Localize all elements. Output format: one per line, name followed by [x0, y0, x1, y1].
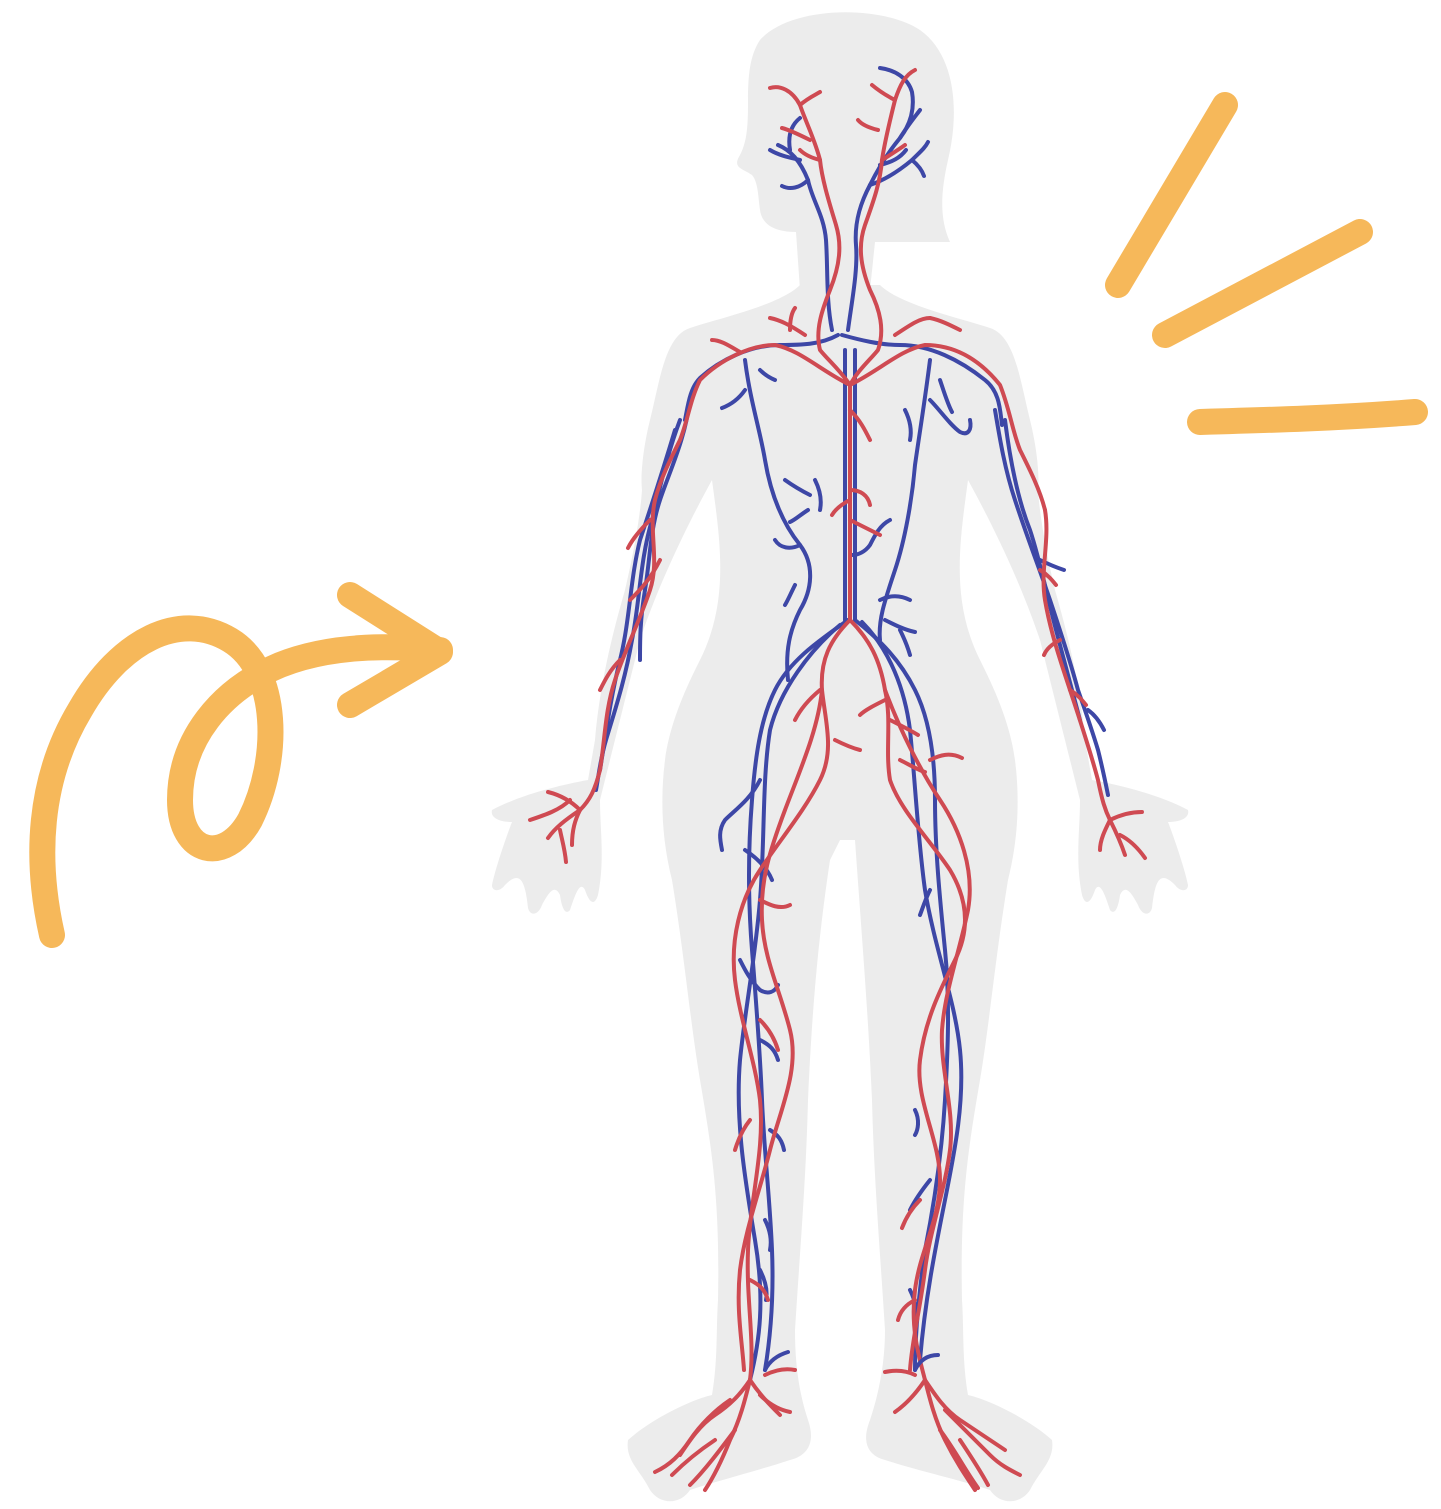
silhouette-body: [492, 285, 1189, 1501]
emphasis-line-bottom: [1200, 412, 1415, 422]
extremity-vessels: [530, 792, 1145, 1490]
emphasis-line-top: [1118, 105, 1225, 285]
emphasis-line-middle: [1165, 232, 1360, 335]
